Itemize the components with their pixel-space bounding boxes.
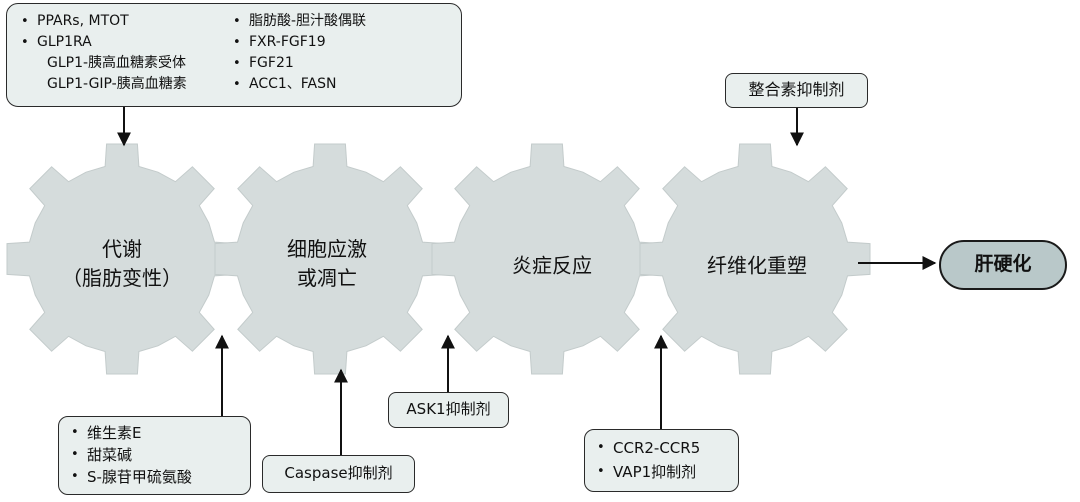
list-item: GLP1RA (17, 32, 187, 53)
gear-metabolism-shape (6, 143, 238, 375)
list-item: CCR2-CCR5 (593, 436, 700, 460)
gear-cell-stress-shape (214, 143, 446, 375)
list-item: 脂肪酸-胆汁酸偶联 (229, 11, 366, 32)
cirrhosis-result: 肝硬化 (939, 240, 1067, 290)
gear-metabolism-subtitle: （脂肪变性） (62, 266, 182, 290)
list-item: 甜菜碱 (67, 444, 192, 466)
metabolic-targets-left-list: PPARs, MTOT GLP1RA GLP1-胰高血糖素受体 GLP1-GIP… (17, 11, 187, 95)
ask1-inhibitor-label: ASK1抑制剂 (388, 392, 509, 428)
list-item: S-腺苷甲硫氨酸 (67, 466, 192, 488)
list-item: ACC1、FASN (229, 74, 366, 95)
list-item: PPARs, MTOT (17, 11, 187, 32)
gear-inflammation-text: 炎症反应 (512, 252, 592, 281)
gear-metabolism-text: 代谢 （脂肪变性） (62, 235, 182, 293)
metabolic-targets-right-list: 脂肪酸-胆汁酸偶联 FXR-FGF19 FGF21 ACC1、FASN (229, 11, 366, 95)
gear-cell-stress-subtitle: 或凋亡 (297, 266, 357, 290)
antioxidant-list: 维生素E 甜菜碱 S-腺苷甲硫氨酸 (67, 422, 192, 488)
gear-inflammation-shape (431, 143, 663, 375)
ccr-vap1-list: CCR2-CCR5 VAP1抑制剂 (593, 436, 700, 484)
list-item: FXR-FGF19 (229, 32, 366, 53)
list-item: FGF21 (229, 53, 366, 74)
list-item: GLP1-胰高血糖素受体 (47, 55, 187, 71)
gear-inflammation-title: 炎症反应 (512, 253, 592, 278)
list-item: 维生素E (67, 422, 192, 444)
caspase-inhibitor-label: Caspase抑制剂 (262, 455, 415, 493)
gear-cell-stress-text: 细胞应激 或凋亡 (287, 235, 367, 293)
gear-fibrosis-title: 纤维化重塑 (707, 253, 807, 278)
metabolic-targets-box: PPARs, MTOT GLP1RA GLP1-胰高血糖素受体 GLP1-GIP… (6, 3, 462, 107)
list-item: VAP1抑制剂 (593, 460, 700, 484)
gear-metabolism-title: 代谢 (102, 237, 142, 261)
gear-cell-stress-title: 细胞应激 (287, 237, 367, 261)
antioxidant-box: 维生素E 甜菜碱 S-腺苷甲硫氨酸 (58, 416, 251, 495)
list-item: GLP1-GIP-胰高血糖素 (47, 76, 187, 92)
gear-fibrosis-shape (639, 143, 871, 375)
ccr-vap1-box: CCR2-CCR5 VAP1抑制剂 (584, 429, 739, 492)
integrin-inhibitor-label: 整合素抑制剂 (725, 73, 868, 108)
gear-fibrosis-text: 纤维化重塑 (707, 252, 807, 281)
